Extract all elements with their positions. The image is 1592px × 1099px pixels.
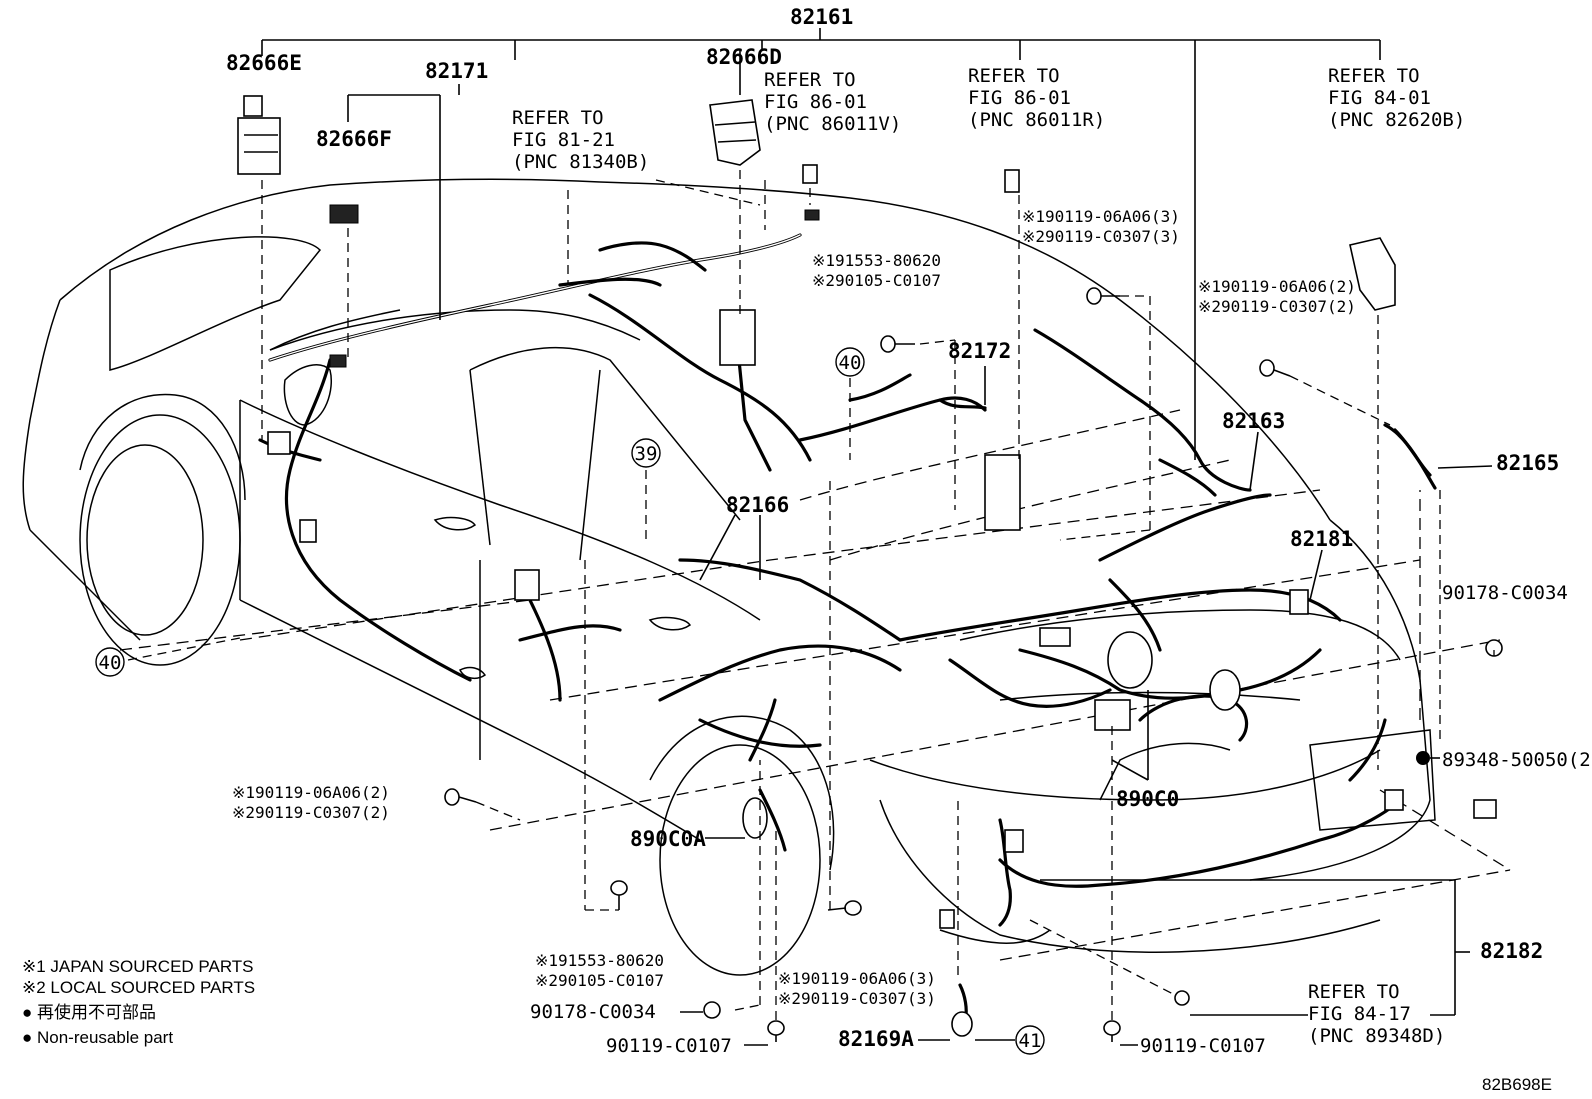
bolt-bottommid-l2: ※290119-C0307(3): [778, 989, 936, 1008]
bolt-left-l2: ※290119-C0307(2): [232, 803, 390, 822]
circle-40-left: [95, 647, 125, 677]
sensor-89348: [1473, 799, 1497, 819]
legend-non-reusable-en: ● Non-reusable part: [22, 1028, 173, 1047]
grommet-90178b: [703, 1001, 721, 1019]
label-90119-a: 90119-C0107: [606, 1035, 732, 1057]
svg-text:REFER TO: REFER TO: [1308, 981, 1400, 1003]
harness-82169A: [951, 1011, 973, 1037]
svg-text:FIG 86-01: FIG 86-01: [764, 91, 867, 113]
label-890C0A: 890C0A: [630, 827, 706, 851]
junction-block-82666D: [709, 99, 761, 166]
label-90178-bottom: 90178-C0034: [530, 1001, 656, 1023]
label-82666D: 82666D: [706, 45, 782, 69]
label-82163: 82163: [1222, 409, 1285, 433]
bolt-left: [444, 788, 477, 806]
svg-text:(PNC 89348D): (PNC 89348D): [1308, 1025, 1445, 1047]
bolt-bottommid-l1: ※190119-06A06(3): [778, 969, 936, 988]
refer-89348D: REFER TO FIG 84-17 (PNC 89348D): [1308, 981, 1445, 1047]
bolt-labels: ※191553-80620 ※290105-C0107 ※190119-06A0…: [232, 207, 1356, 1008]
bolt-90119-a: [767, 1020, 785, 1042]
bolt-topright-l1: ※190119-06A06(3): [1022, 207, 1180, 226]
svg-text:REFER TO: REFER TO: [968, 65, 1060, 87]
bolt-center-l2: ※290105-C0107: [812, 271, 941, 290]
label-82161: 82161: [790, 5, 853, 29]
label-82172: 82172: [948, 339, 1011, 363]
refer-82620B: REFER TO FIG 84-01 (PNC 82620B): [1328, 65, 1465, 131]
bolt-bottom-left: [610, 880, 628, 910]
circle-41: [1015, 1025, 1045, 1055]
car-body: [22, 178, 1511, 976]
bolt-bottom-mid: [827, 900, 862, 916]
svg-text:(PNC 86011R): (PNC 86011R): [968, 109, 1105, 131]
svg-text:FIG 84-01: FIG 84-01: [1328, 87, 1431, 109]
bolt-90119-b: [1103, 1020, 1121, 1042]
svg-text:(PNC 81340B): (PNC 81340B): [512, 151, 649, 173]
label-82166: 82166: [726, 493, 789, 517]
label-82171: 82171: [425, 59, 488, 83]
legend: ※1 JAPAN SOURCED PARTS ※2 LOCAL SOURCED …: [22, 957, 255, 1047]
circle-41-text: 41: [1019, 1030, 1042, 1052]
part-labels: 82161 82666E 82171 82666D 82666F 82172 8…: [226, 5, 1592, 1057]
bolt-bottomleft-l2: ※290105-C0107: [535, 971, 664, 990]
svg-text:FIG 81-21: FIG 81-21: [512, 129, 615, 151]
legend-non-reusable-jp: ● 再使用不可部品: [22, 1002, 156, 1022]
label-90178-right: 90178-C0034: [1442, 582, 1568, 604]
svg-text:REFER TO: REFER TO: [512, 107, 604, 129]
refer-labels: REFER TO FIG 81-21 (PNC 81340B) REFER TO…: [512, 65, 1465, 1047]
bolt-topright-l2: ※290119-C0307(3): [1022, 227, 1180, 246]
junction-block-82666E: [237, 117, 281, 175]
bolt-right-l2: ※290119-C0307(2): [1198, 297, 1356, 316]
bolt-center-l1: ※191553-80620: [812, 251, 941, 270]
bolt-right-l1: ※190119-06A06(2): [1198, 277, 1356, 296]
callout-circles: 39 40 40 41: [95, 347, 1045, 1055]
svg-text:FIG 84-17: FIG 84-17: [1308, 1003, 1411, 1025]
svg-text:FIG 86-01: FIG 86-01: [968, 87, 1071, 109]
label-82169A: 82169A: [838, 1027, 914, 1051]
label-82666E: 82666E: [226, 51, 302, 75]
circle-40-left-text: 40: [99, 652, 122, 674]
label-82165: 82165: [1496, 451, 1559, 475]
bolt-center: [880, 335, 915, 353]
components: [237, 95, 1503, 1042]
refer-81340B: REFER TO FIG 81-21 (PNC 81340B): [512, 107, 649, 173]
sensor-890C0: [1107, 631, 1153, 689]
circle-40-upper-text: 40: [839, 352, 862, 374]
svg-text:(PNC 82620B): (PNC 82620B): [1328, 109, 1465, 131]
refer-86011R: REFER TO FIG 86-01 (PNC 86011R): [968, 65, 1105, 131]
wire-harnesses: [258, 233, 1432, 927]
legend-japan: ※1 JAPAN SOURCED PARTS: [22, 957, 254, 976]
bolt-bottomleft-l1: ※191553-80620: [535, 951, 664, 970]
label-89348: 89348-50050(2): [1442, 749, 1592, 771]
circle-40-upper: [835, 347, 865, 377]
sensor-890C0A: [742, 797, 768, 839]
refer-86011V: REFER TO FIG 86-01 (PNC 86011V): [764, 69, 901, 135]
label-82182: 82182: [1480, 939, 1543, 963]
bolt-right: [1259, 359, 1291, 377]
bolt-left-l1: ※190119-06A06(2): [232, 783, 390, 802]
circle-39-text: 39: [635, 443, 658, 465]
bolt-topright: [1086, 287, 1120, 305]
circle-39: [631, 438, 661, 468]
leader-lines: [127, 28, 1495, 1046]
diagram-code: 82B698E: [1482, 1075, 1552, 1094]
label-82181: 82181: [1290, 527, 1353, 551]
connector-82666F: [329, 204, 359, 224]
module-82620B: [1349, 237, 1396, 311]
label-82666F: 82666F: [316, 127, 392, 151]
non-reusable-marker: [1416, 751, 1430, 765]
svg-text:(PNC 86011V): (PNC 86011V): [764, 113, 901, 135]
svg-text:REFER TO: REFER TO: [1328, 65, 1420, 87]
label-90119-b: 90119-C0107: [1140, 1035, 1266, 1057]
label-890C0: 890C0: [1116, 787, 1179, 811]
legend-local: ※2 LOCAL SOURCED PARTS: [22, 978, 255, 997]
svg-text:REFER TO: REFER TO: [764, 69, 856, 91]
